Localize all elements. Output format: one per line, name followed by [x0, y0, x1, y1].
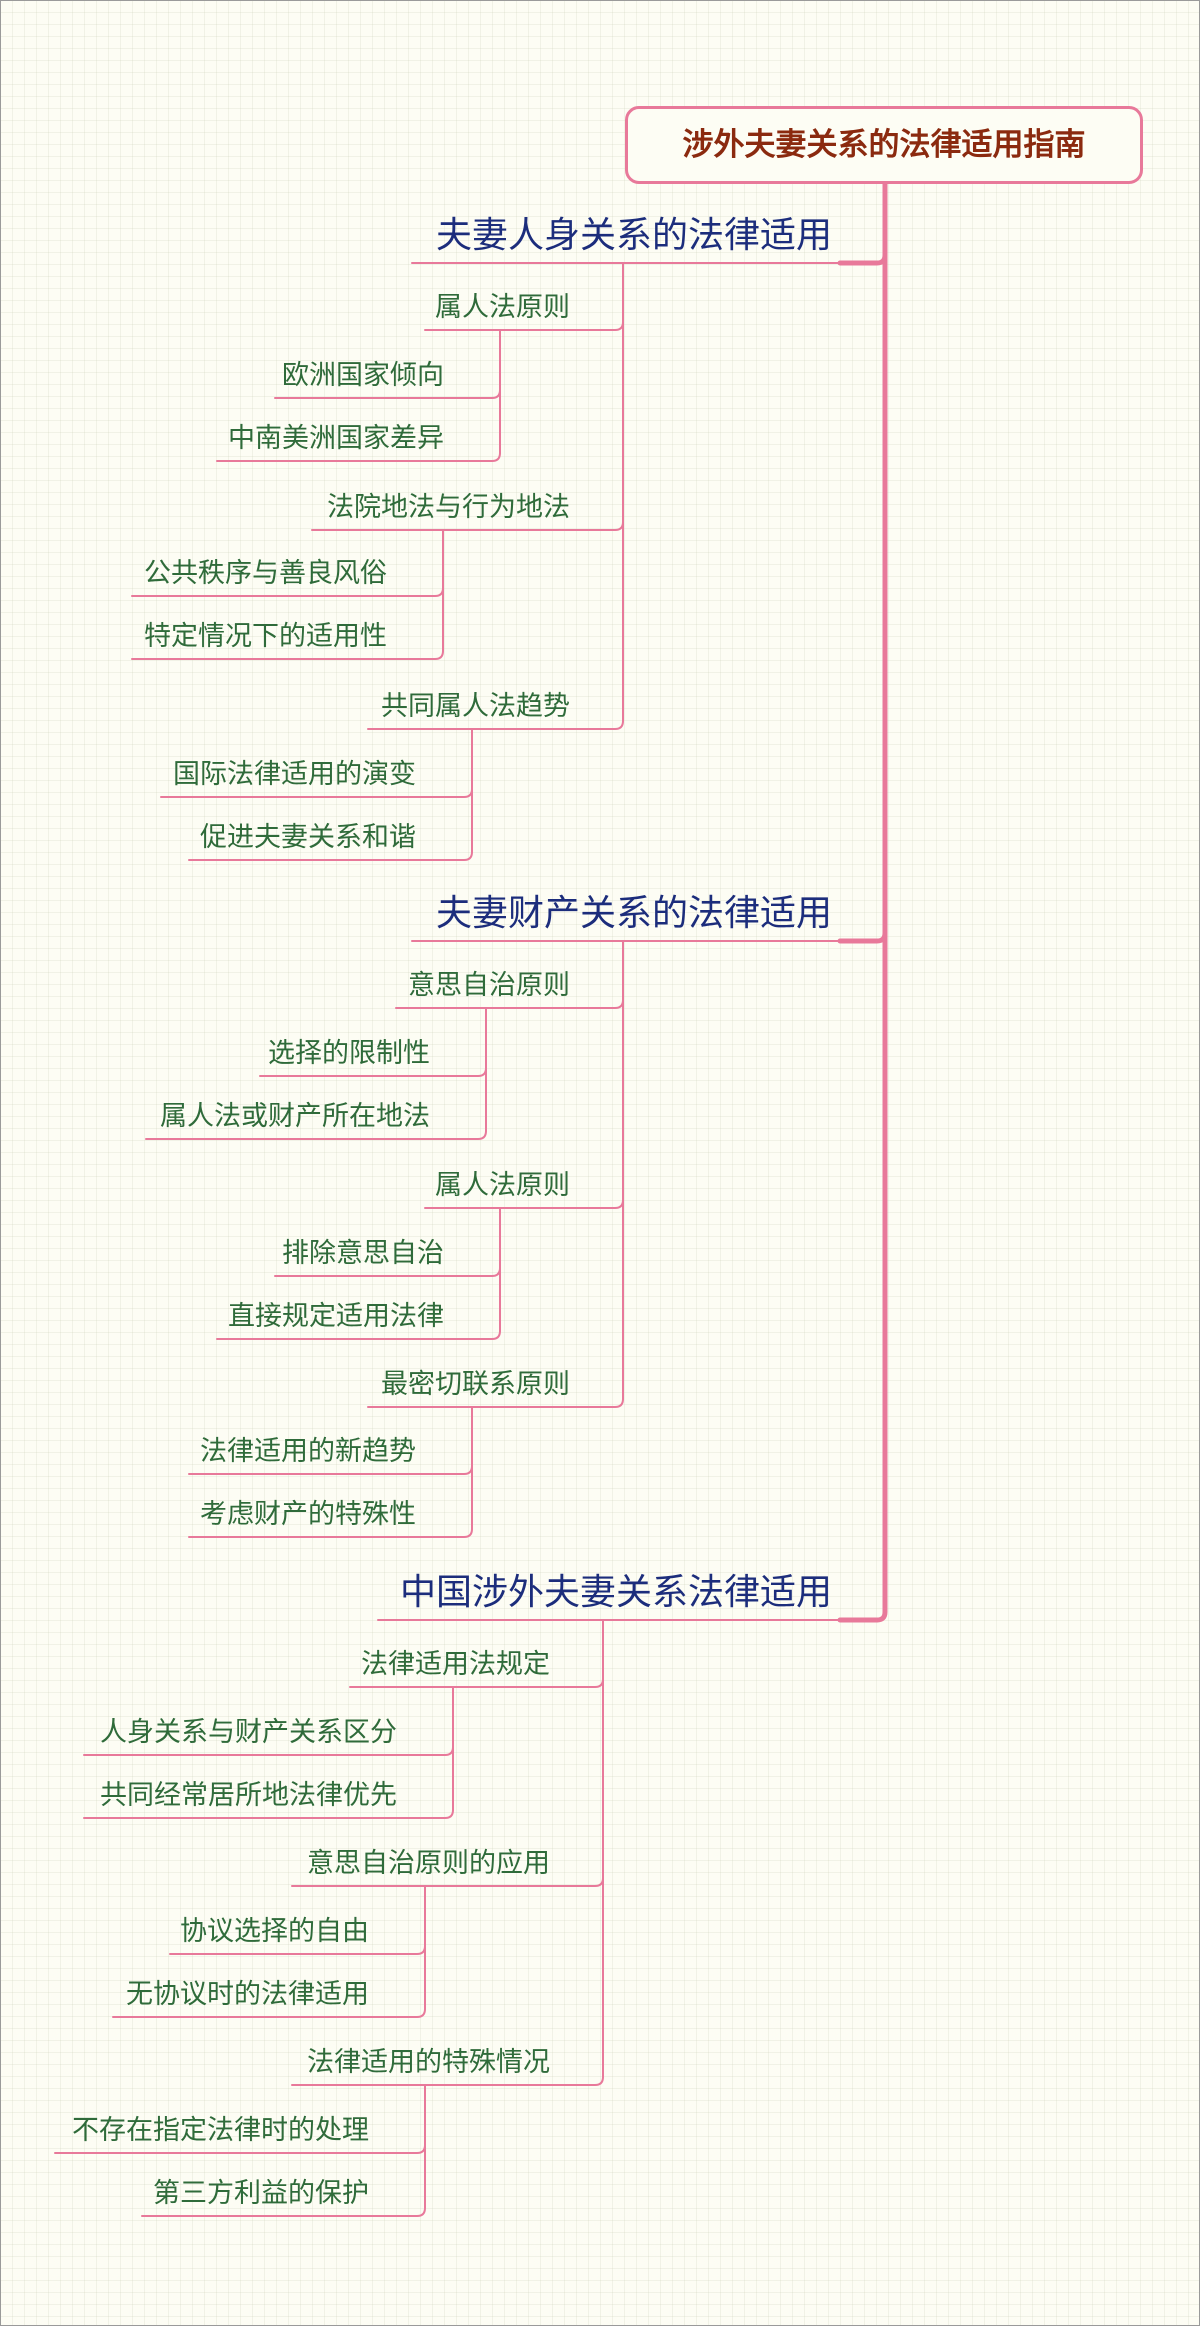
leaf-connector: [160, 788, 473, 798]
leaf-connector: [216, 452, 501, 462]
leaf-label[interactable]: 属人法或财产所在地法: [160, 1101, 430, 1132]
subbranch-label[interactable]: 最密切联系原则: [381, 1369, 570, 1400]
leaf-label[interactable]: 国际法律适用的演变: [173, 759, 416, 790]
leaf-connector: [188, 1528, 473, 1538]
subbranch-label[interactable]: 属人法原则: [435, 292, 570, 323]
branch-title[interactable]: 夫妻人身关系的法律适用: [435, 215, 832, 256]
root-title: 涉外夫妻关系的法律适用指南: [682, 126, 1086, 163]
leaf-label[interactable]: 公共秩序与善良风俗: [144, 558, 387, 589]
leaf-label[interactable]: 法律适用的新趋势: [200, 1436, 416, 1467]
leaf-label[interactable]: 促进夫妻关系和谐: [200, 822, 416, 853]
subbranch-label[interactable]: 属人法原则: [435, 1170, 570, 1201]
leaf-label[interactable]: 人身关系与财产关系区分: [100, 1717, 397, 1748]
leaf-label[interactable]: 协议选择的自由: [180, 1916, 369, 1947]
subbranch-connector: [367, 1398, 624, 1408]
leaf-connector: [112, 2008, 426, 2018]
subbranch-connector: [291, 2076, 604, 2086]
leaf-connector: [169, 1945, 426, 1955]
leaf-label[interactable]: 排除意思自治: [282, 1238, 444, 1269]
leaf-label[interactable]: 共同经常居所地法律优先: [100, 1780, 397, 1811]
leaf-label[interactable]: 不存在指定法律时的处理: [72, 2115, 369, 2146]
root-node[interactable]: 涉外夫妻关系的法律适用指南: [625, 106, 1143, 184]
subbranch-label[interactable]: 法律适用法规定: [361, 1649, 550, 1680]
leaf-label[interactable]: 特定情况下的适用性: [144, 621, 387, 652]
leaf-connector: [141, 2207, 426, 2217]
leaf-label[interactable]: 第三方利益的保护: [153, 2178, 369, 2209]
leaf-connector: [188, 1465, 473, 1475]
branch-connector: [837, 252, 888, 266]
leaf-connector: [131, 587, 444, 597]
subbranch-connector: [291, 1877, 604, 1887]
leaf-connector: [259, 1067, 487, 1077]
leaf-label[interactable]: 选择的限制性: [268, 1038, 430, 1069]
leaf-label[interactable]: 欧洲国家倾向: [282, 360, 444, 391]
leaf-label[interactable]: 直接规定适用法律: [228, 1301, 444, 1332]
leaf-connector: [54, 2144, 426, 2154]
branch-title[interactable]: 中国涉外夫妻关系法律适用: [399, 1572, 832, 1613]
subbranch-connector: [367, 720, 624, 730]
subbranch-connector: [424, 321, 624, 331]
subbranch-label[interactable]: 法律适用的特殊情况: [307, 2047, 550, 2078]
subbranch-connector: [424, 1199, 624, 1209]
leaf-label[interactable]: 无协议时的法律适用: [126, 1979, 369, 2010]
leaf-connector: [145, 1130, 487, 1140]
leaf-label[interactable]: 考虑财产的特殊性: [200, 1499, 416, 1530]
trunk-connector: [874, 181, 888, 1623]
leaf-connector: [188, 851, 473, 861]
subbranch-label[interactable]: 意思自治原则的应用: [307, 1848, 550, 1879]
subbranch-connector: [311, 521, 624, 531]
branch-title[interactable]: 夫妻财产关系的法律适用: [435, 893, 832, 934]
leaf-label[interactable]: 中南美洲国家差异: [228, 423, 444, 454]
leaf-connector: [274, 1267, 501, 1277]
leaf-connector: [274, 389, 501, 399]
leaf-connector: [216, 1330, 501, 1340]
subbranch-connector: [395, 999, 624, 1009]
leaf-connector: [83, 1746, 454, 1756]
leaf-connector: [83, 1809, 454, 1819]
branch-connector: [837, 930, 888, 944]
subbranch-connector: [349, 1678, 604, 1688]
subbranch-label[interactable]: 共同属人法趋势: [381, 691, 570, 722]
leaf-connector: [131, 650, 444, 660]
subbranch-label[interactable]: 法院地法与行为地法: [327, 492, 570, 523]
subbranch-label[interactable]: 意思自治原则: [408, 970, 570, 1001]
